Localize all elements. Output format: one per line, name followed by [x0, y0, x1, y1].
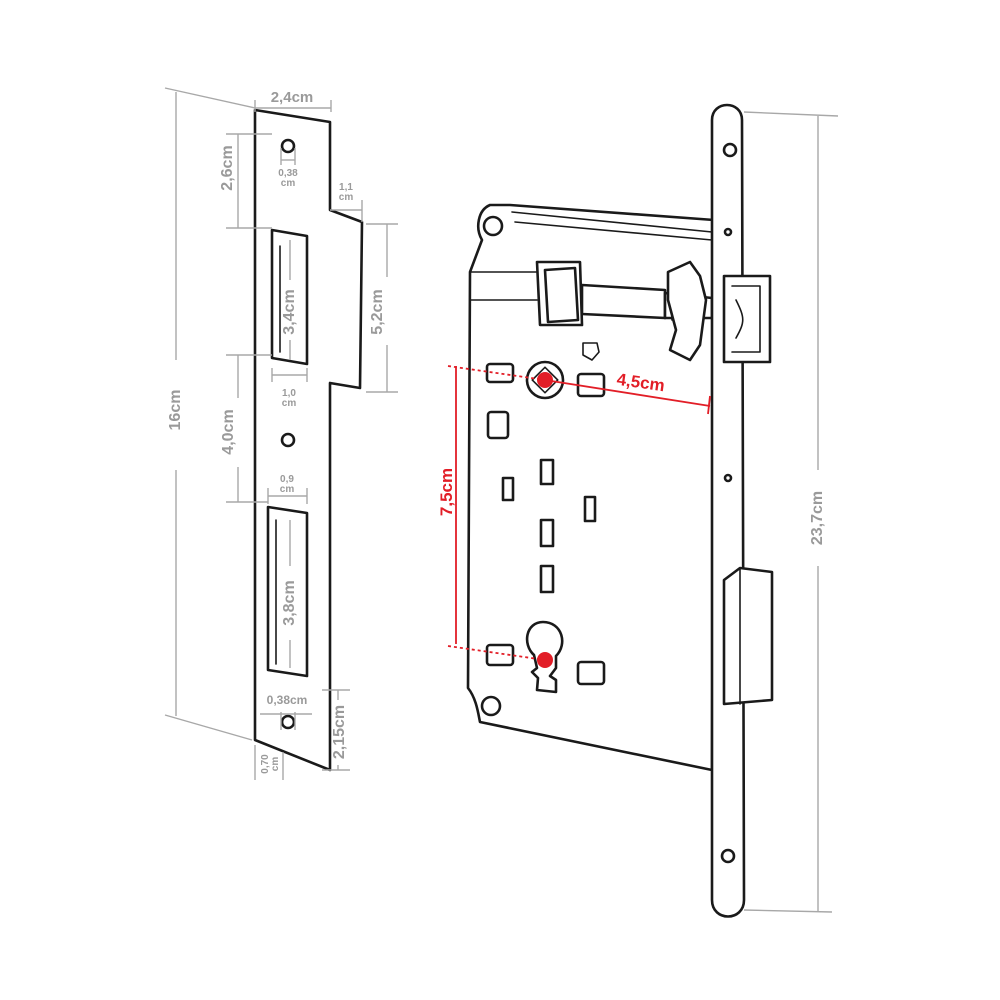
- key-window-right: [576, 660, 606, 686]
- latch-bracket: [666, 260, 708, 362]
- faceplate-top-hole: [722, 142, 738, 158]
- lock-body-dimensions: [447, 111, 839, 913]
- latch-rail: [469, 271, 538, 301]
- top-hole-label: 0,38: [278, 168, 298, 179]
- deadbolt: [722, 566, 774, 706]
- faceplate-hole-2: [723, 227, 733, 237]
- tongue-depth-label-unit: cm: [339, 192, 354, 203]
- hub-window-left: [485, 362, 515, 384]
- bottom-mounting-hole: [480, 695, 502, 717]
- top-hole-label-unit: cm: [281, 178, 296, 189]
- centre-distance-label: 7,5cm: [437, 468, 456, 516]
- bottom-edge-label-unit: cm: [270, 757, 281, 772]
- case-top-edge-inner: [514, 221, 713, 241]
- upper-slot-width-label: 1,0: [282, 388, 296, 399]
- follower-square: [531, 366, 559, 394]
- case-top-edge: [511, 211, 713, 233]
- hub-centre-line: [447, 365, 546, 381]
- latch-bolt-bevel: [731, 285, 761, 353]
- strike-plate-dimensions: [164, 87, 398, 780]
- faceplate-bottom-hole: [720, 848, 736, 864]
- upper-slot-label: 3,4cm: [281, 289, 298, 334]
- faceplate-hole-3: [723, 473, 733, 483]
- slot-2: [501, 476, 515, 502]
- strike-width-label: 2,4cm: [271, 89, 314, 106]
- lock-body: [466, 103, 774, 918]
- small-lever-marker: [582, 342, 600, 361]
- strike-top-offset-label: 2,6cm: [219, 145, 236, 190]
- middle-gap-label: 4,0cm: [220, 409, 237, 454]
- lower-slot-width-label: 0,9: [280, 474, 294, 485]
- key-centre-line: [447, 645, 546, 661]
- strike-height-label: 16cm: [167, 390, 184, 431]
- upper-slot-width-unit: cm: [282, 398, 297, 409]
- top-mounting-hole: [482, 215, 504, 237]
- key-centre-dot: [537, 652, 553, 668]
- hub-centre-dot: [537, 372, 553, 388]
- key-window-left: [485, 643, 515, 667]
- tongue-depth-label: 1,1: [339, 182, 353, 193]
- bottom-screw-hole: [280, 714, 296, 730]
- lower-slot-label: 3,8cm: [281, 580, 298, 625]
- strike-plate-labels: 2,4cm 16cm 2,6cm 0,38 cm 1,1 cm 3,4cm 5,…: [167, 89, 386, 774]
- middle-screw-hole: [280, 432, 296, 448]
- faceplate-height-label: 23,7cm: [809, 491, 826, 545]
- mid-window: [486, 410, 510, 440]
- slot-4: [539, 518, 555, 548]
- slot-3: [583, 495, 597, 523]
- bottom-offset-label: 2,15cm: [331, 705, 348, 759]
- lower-slot-width-unit: cm: [280, 484, 295, 495]
- faceplate: [710, 103, 746, 918]
- bottom-hole-label: 0,38cm: [267, 693, 308, 707]
- strike-plate: [253, 108, 364, 772]
- lower-bolt-slot: [266, 505, 309, 678]
- latch-bolt: [722, 274, 772, 364]
- slot-5: [539, 564, 555, 594]
- top-screw-hole: [280, 138, 296, 154]
- slot-1: [539, 458, 555, 486]
- backset-line: [544, 379, 711, 407]
- bottom-edge-label: 0,70: [260, 754, 271, 774]
- latch-housing-front: [543, 266, 580, 324]
- latch-spindle: [580, 283, 667, 320]
- tongue-height-label: 5,2cm: [369, 289, 386, 334]
